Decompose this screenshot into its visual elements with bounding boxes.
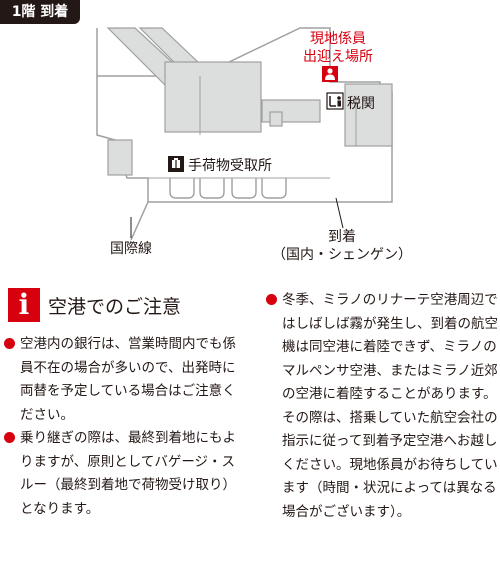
building-block bbox=[164, 61, 262, 133]
notice-left-column: 空港内の銀行は、営業時間内でも係員不在の場合が多いので、出発時に両替を予定してい… bbox=[4, 333, 242, 521]
building-block bbox=[107, 139, 133, 176]
notice-item-text: 空港内の銀行は、営業時間内でも係員不在の場合が多いので、出発時に両替を予定してい… bbox=[20, 336, 236, 423]
notice-item: 乗り継ぎの際は、最終到着地にもよりますが、原則としてバゲージ・スルー（最終到着地… bbox=[4, 427, 242, 521]
notice-title: 空港でのご注意 bbox=[48, 296, 182, 318]
building-block bbox=[344, 83, 393, 147]
notice-item-text: 冬季、ミラノのリナーテ空港周辺ではしばしば霧が発生し、到着の航空機は同空港に着陸… bbox=[282, 292, 498, 520]
staff-label-line1: 現地係員 bbox=[310, 31, 366, 47]
person-icon bbox=[322, 66, 338, 82]
leader-line bbox=[335, 197, 344, 229]
staff-meeting-point-label: 現地係員 出迎え場所 bbox=[298, 30, 378, 66]
arrival-label-line2: （国内・シェンゲン） bbox=[272, 247, 412, 263]
notice-right-column: 冬季、ミラノのリナーテ空港周辺ではしばしば霧が発生し、到着の航空機は同空港に着陸… bbox=[266, 289, 498, 524]
international-label: 国際線 bbox=[110, 241, 152, 257]
suitcase-icon bbox=[168, 156, 184, 172]
bullet-icon bbox=[4, 432, 15, 443]
notice-item: 冬季、ミラノのリナーテ空港周辺ではしばしば霧が発生し、到着の航空機は同空港に着陸… bbox=[266, 289, 498, 524]
building-block bbox=[269, 111, 283, 127]
notice-item-text: 乗り継ぎの際は、最終到着地にもよりますが、原則としてバゲージ・スルー（最終到着地… bbox=[20, 430, 236, 517]
customs-officer-icon bbox=[326, 92, 344, 110]
floor-badge: 1階 到着 bbox=[0, 0, 80, 24]
baggage-belts bbox=[169, 178, 287, 199]
customs-label: 税関 bbox=[347, 96, 375, 112]
bullet-icon bbox=[266, 294, 277, 305]
arrival-label: 到着 （国内・シェンゲン） bbox=[272, 228, 412, 264]
arrival-label-line1: 到着 bbox=[328, 229, 356, 245]
info-icon: i bbox=[8, 288, 40, 322]
staff-label-line2: 出迎え場所 bbox=[303, 49, 373, 65]
notice-item: 空港内の銀行は、営業時間内でも係員不在の場合が多いので、出発時に両替を予定してい… bbox=[4, 333, 242, 427]
floor-map bbox=[96, 27, 393, 241]
terminal-wall bbox=[96, 76, 149, 202]
bullet-icon bbox=[4, 338, 15, 349]
baggage-claim-label: 手荷物受取所 bbox=[188, 158, 272, 174]
